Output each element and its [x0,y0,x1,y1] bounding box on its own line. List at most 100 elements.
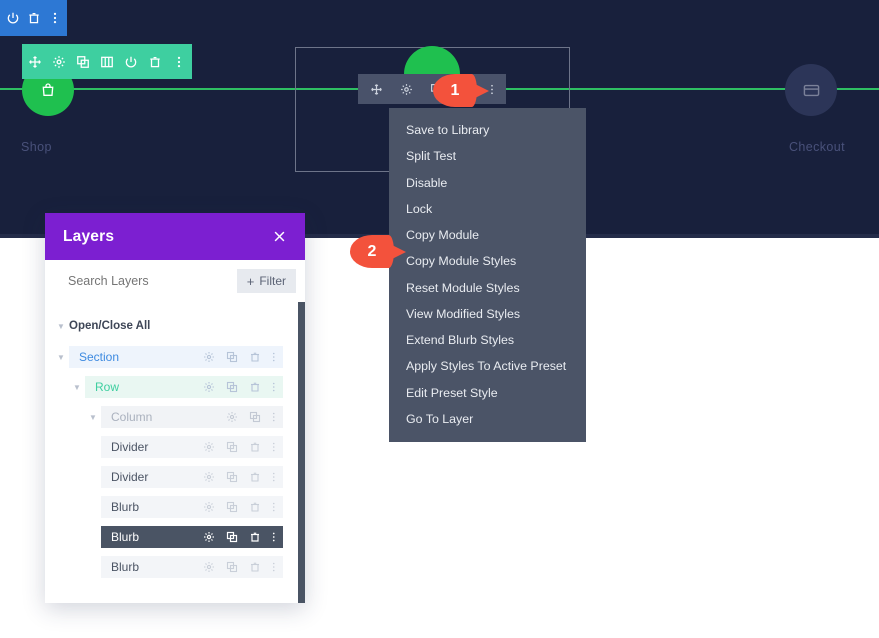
table-row[interactable]: Blurb [101,556,283,578]
gear-icon[interactable] [203,501,215,513]
trash-icon[interactable] [249,531,261,543]
layer-row-blurb-3[interactable]: Blurb [45,556,305,578]
menu-item-copy-module-styles[interactable]: Copy Module Styles [406,254,517,269]
filter-button-label: Filter [259,274,286,288]
menu-item-extend-blurb-styles[interactable]: Extend Blurb Styles [406,333,515,348]
layer-row-actions [203,471,276,483]
layer-row-column[interactable]: ▼ Column [45,406,305,428]
menu-item-edit-preset-style[interactable]: Edit Preset Style [406,385,498,400]
trash-icon[interactable] [249,471,261,483]
layers-scrollbar[interactable] [298,302,305,603]
gear-icon[interactable] [52,55,66,69]
flow-node-checkout[interactable] [785,64,837,116]
more-vertical-icon[interactable] [272,381,276,393]
table-row[interactable]: Divider [101,436,283,458]
trash-icon[interactable] [249,351,261,363]
table-row[interactable]: Blurb [101,496,283,518]
layer-row-blurb-2-selected[interactable]: Blurb [45,526,305,548]
more-vertical-icon[interactable] [490,83,494,96]
open-close-all-row[interactable]: ▼ Open/Close All [45,315,305,337]
menu-item-save-to-library[interactable]: Save to Library [406,123,490,137]
move-icon[interactable] [28,55,42,69]
layer-row-divider-2[interactable]: Divider [45,466,305,488]
layers-panel-title: Layers [63,227,115,245]
trash-icon[interactable] [249,501,261,513]
more-vertical-icon[interactable] [48,11,62,25]
menu-item-reset-module-styles[interactable]: Reset Module Styles [406,280,520,295]
duplicate-icon[interactable] [226,531,238,543]
duplicate-icon[interactable] [76,55,90,69]
layers-panel: Layers + Filter ▼ Open/Close All ▼ [45,213,305,603]
more-vertical-icon[interactable] [272,501,276,513]
duplicate-icon[interactable] [249,411,261,423]
power-icon[interactable] [6,11,20,25]
chevron-down-icon[interactable]: ▼ [89,412,97,422]
layer-label: Divider [111,440,149,454]
gear-icon[interactable] [226,411,238,423]
more-vertical-icon[interactable] [272,471,276,483]
trash-icon[interactable] [27,11,41,25]
menu-item-copy-module[interactable]: Copy Module [406,228,480,243]
layer-row-blurb-1[interactable]: Blurb [45,496,305,518]
menu-item-go-to-layer[interactable]: Go To Layer [406,411,474,426]
plus-icon: + [246,273,255,289]
table-row[interactable]: Blurb [101,526,283,548]
duplicate-icon[interactable] [226,561,238,573]
menu-item-apply-styles-to-active-preset[interactable]: Apply Styles To Active Preset [406,359,567,374]
gear-icon[interactable] [203,531,215,543]
menu-item-split-test[interactable]: Split Test [406,149,457,164]
trash-icon[interactable] [148,55,162,69]
duplicate-icon[interactable] [226,441,238,453]
gear-icon[interactable] [203,471,215,483]
trash-icon[interactable] [249,561,261,573]
layer-row-row[interactable]: ▼ Row [45,376,305,398]
trash-icon[interactable] [249,381,261,393]
search-input[interactable] [66,273,237,289]
menu-item-view-modified-styles[interactable]: View Modified Styles [406,306,521,321]
duplicate-icon[interactable] [226,471,238,483]
move-icon[interactable] [370,83,383,96]
callout-number: 1 [450,81,460,99]
callout-bubble [433,74,477,107]
trash-icon[interactable] [249,441,261,453]
table-row[interactable]: Section [69,346,283,368]
layer-label: Column [111,410,153,424]
duplicate-icon[interactable] [226,381,238,393]
layers-tree: ▼ Open/Close All ▼ Section ▼ [45,302,305,603]
page-toolbar [0,0,67,36]
callout-bubble [350,235,394,268]
power-icon[interactable] [124,55,138,69]
menu-item-disable[interactable]: Disable [406,175,448,190]
more-vertical-icon[interactable] [272,561,276,573]
gear-icon[interactable] [203,441,215,453]
filter-button[interactable]: + Filter [236,269,296,293]
layer-label: Row [95,380,120,394]
callout-number: 2 [367,242,377,260]
more-vertical-icon[interactable] [272,351,276,363]
more-vertical-icon[interactable] [172,55,186,69]
layer-row-divider-1[interactable]: Divider [45,436,305,458]
more-vertical-icon[interactable] [272,441,276,453]
layer-row-actions [203,531,276,543]
chevron-down-icon[interactable]: ▼ [57,352,65,362]
chevron-down-icon[interactable]: ▼ [73,382,81,392]
more-vertical-icon[interactable] [272,411,276,423]
layer-row-section[interactable]: ▼ Section [45,346,305,368]
duplicate-icon[interactable] [226,351,238,363]
gear-icon[interactable] [203,381,215,393]
gear-icon[interactable] [400,83,413,96]
layer-label: Divider [111,470,149,484]
layers-panel-header: Layers [45,213,305,260]
close-icon[interactable] [272,229,287,244]
table-row[interactable]: Column [101,406,283,428]
menu-item-lock[interactable]: Lock [406,201,433,216]
duplicate-icon[interactable] [226,501,238,513]
table-row[interactable]: Divider [101,466,283,488]
chevron-down-icon[interactable]: ▼ [57,321,65,331]
columns-icon[interactable] [100,55,114,69]
gear-icon[interactable] [203,561,215,573]
table-row[interactable]: Row [85,376,283,398]
module-context-menu: Save to Library Split Test Disable Lock … [389,108,586,443]
gear-icon[interactable] [203,351,215,363]
more-vertical-icon[interactable] [272,531,276,543]
